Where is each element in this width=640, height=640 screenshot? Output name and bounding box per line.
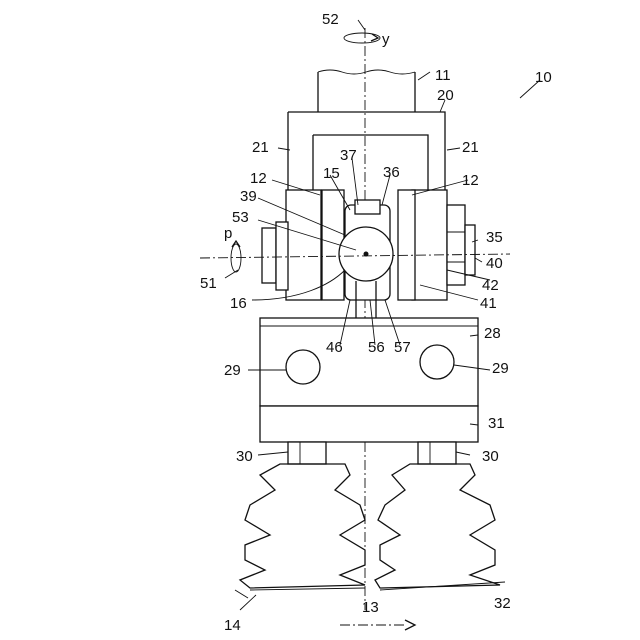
label-56: 56: [368, 339, 385, 356]
hole-29-right: [420, 345, 454, 379]
shaft-11: [318, 72, 415, 112]
label-30-left: 30: [236, 448, 253, 465]
label-53: 53: [232, 209, 249, 226]
label-46: 46: [326, 339, 343, 356]
label-13: 13: [362, 599, 379, 616]
label-40: 40: [486, 255, 503, 272]
nut-end-40: [465, 225, 475, 275]
label-20: 20: [437, 87, 454, 104]
label-36: 36: [383, 164, 400, 181]
direction-arrowhead: [405, 620, 415, 630]
label-57: 57: [394, 339, 411, 356]
label-y: y: [382, 31, 390, 48]
fitting-30-left: [288, 442, 326, 464]
label-12-right: 12: [462, 172, 479, 189]
label-29-left: 29: [224, 362, 241, 379]
shaft-break-line: [318, 70, 415, 74]
label-29-right: 29: [492, 360, 509, 377]
label-52: 52: [322, 11, 339, 28]
bellows-left: [240, 464, 365, 588]
joint-cap: [355, 200, 380, 214]
label-30-right: 30: [482, 448, 499, 465]
label-32: 32: [494, 595, 511, 612]
label-31: 31: [488, 415, 505, 432]
label-14: 14: [224, 617, 241, 634]
bracket-12-right: [412, 190, 447, 300]
fitting-30-right: [418, 442, 456, 464]
label-p: p: [224, 225, 232, 242]
label-21-left: 21: [252, 139, 269, 156]
block-31: [260, 406, 478, 442]
label-39: 39: [240, 188, 257, 205]
pin-head-left: [262, 228, 276, 283]
label-28: 28: [484, 325, 501, 342]
label-11: 11: [435, 67, 451, 84]
label-16: 16: [230, 295, 247, 312]
pin-collar-left: [276, 222, 288, 290]
rotation-y-arrow: [344, 33, 380, 43]
cup-rim-left: [250, 588, 365, 590]
nut-35: [447, 205, 465, 285]
label-21-right: 21: [462, 139, 479, 156]
plate-36: [398, 190, 415, 300]
label-41: 41: [480, 295, 497, 312]
label-42: 42: [482, 277, 499, 294]
label-10: 10: [535, 69, 552, 86]
label-12-left: 12: [250, 170, 267, 187]
label-37: 37: [340, 147, 357, 164]
hole-29-left: [286, 350, 320, 384]
label-51: 51: [200, 275, 217, 292]
bracket-12-left: [286, 190, 321, 300]
cup-rim-right: [380, 582, 505, 590]
label-15: 15: [323, 165, 340, 182]
bellows-right: [375, 464, 500, 588]
label-35: 35: [486, 229, 503, 246]
